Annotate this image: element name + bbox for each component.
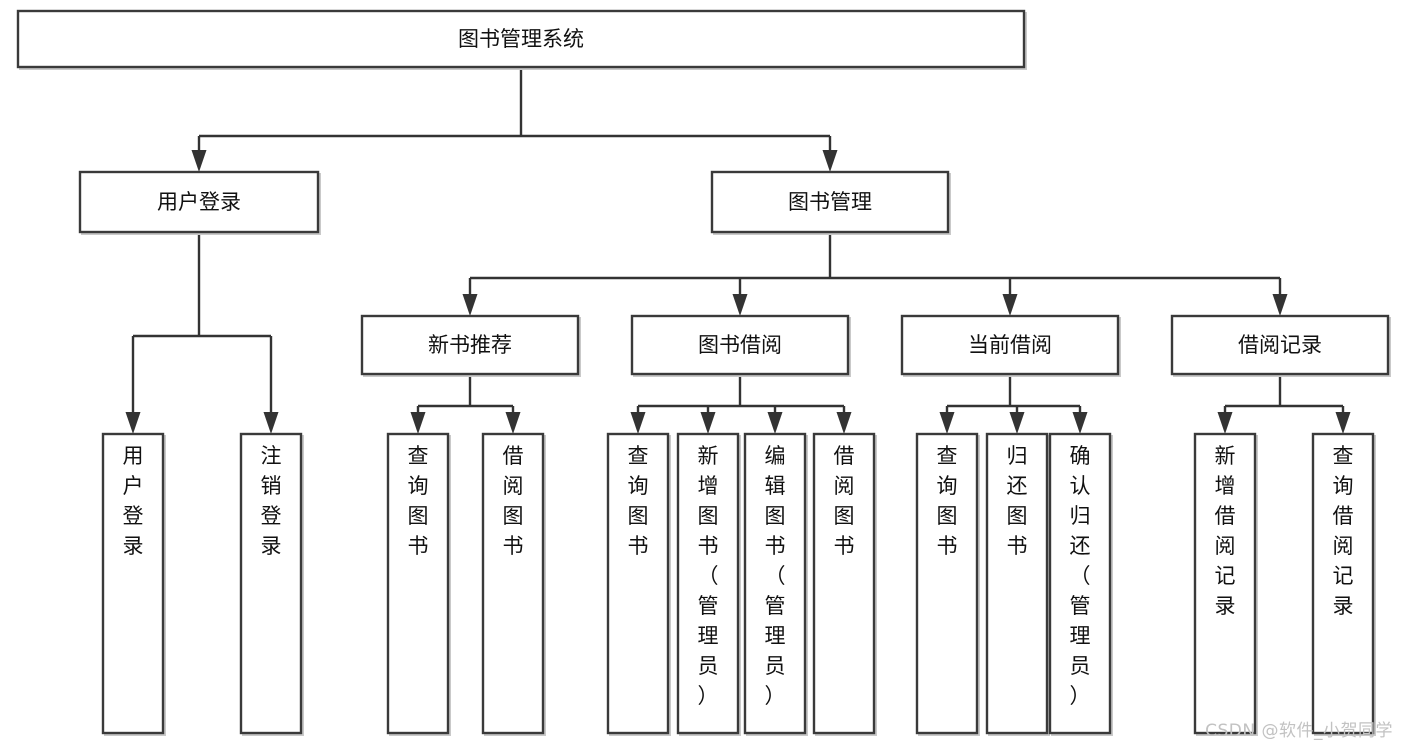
node-rect[interactable] <box>1170 314 1390 376</box>
arrow-head-icon <box>700 412 716 434</box>
node-label: 图书借阅 <box>698 333 782 357</box>
arrow-head-icon <box>1072 412 1088 434</box>
node-leaf-query-book-cur[interactable]: 查询图书 <box>915 432 980 736</box>
node-rect[interactable] <box>900 314 1120 376</box>
node-label: 新增借阅记录 <box>1215 444 1236 618</box>
node-label: 借阅记录 <box>1238 333 1322 357</box>
node-label: 查询图书 <box>408 444 429 558</box>
node-label: 借阅图书 <box>834 444 855 558</box>
node-rect[interactable] <box>16 9 1026 69</box>
arrow-head-icon <box>1009 412 1025 434</box>
node-rect[interactable] <box>1311 432 1375 735</box>
node-rect[interactable] <box>676 432 740 735</box>
watermark-label: CSDN @软件_小贺同学 <box>1205 721 1393 741</box>
node-leaf-query-record[interactable]: 查询借阅记录 <box>1311 432 1376 736</box>
node-label: 图书管理 <box>788 190 872 214</box>
node-user-login[interactable]: 用户登录 <box>78 170 321 235</box>
node-borrow-records[interactable]: 借阅记录 <box>1170 314 1391 377</box>
arrow-head-icon <box>191 150 207 172</box>
node-rect[interactable] <box>386 432 450 735</box>
node-rect[interactable] <box>101 432 165 735</box>
arrow-head-icon <box>410 412 426 434</box>
node-rect[interactable] <box>239 432 303 735</box>
node-new-book-recommend[interactable]: 新书推荐 <box>360 314 581 377</box>
node-label: 查询图书 <box>628 444 649 558</box>
node-rect[interactable] <box>710 170 950 234</box>
node-leaf-confirm-return[interactable]: 确认归还（管理员） <box>1048 432 1113 736</box>
arrow-head-icon <box>125 412 141 434</box>
node-rect[interactable] <box>915 432 979 735</box>
arrow-head-icon <box>939 412 955 434</box>
node-label: 新书推荐 <box>428 333 512 357</box>
node-rect[interactable] <box>985 432 1049 735</box>
node-leaf-edit-book[interactable]: 编辑图书（管理员） <box>743 432 808 736</box>
arrow-head-icon <box>822 150 838 172</box>
arrow-head-icon <box>767 412 783 434</box>
arrow-head-icon <box>1002 294 1018 316</box>
connector-layer <box>125 67 1351 434</box>
node-rect[interactable] <box>481 432 545 735</box>
node-rect[interactable] <box>1048 432 1112 735</box>
node-rect[interactable] <box>812 432 876 735</box>
node-leaf-query-book[interactable]: 查询图书 <box>606 432 671 736</box>
node-label: 查询借阅记录 <box>1333 444 1354 618</box>
node-label: 借阅图书 <box>503 444 524 558</box>
arrow-head-icon <box>732 294 748 316</box>
node-leaf-logout-login[interactable]: 注销登录 <box>239 432 304 736</box>
node-leaf-borrow-book-rec[interactable]: 借阅图书 <box>481 432 546 736</box>
node-current-borrow[interactable]: 当前借阅 <box>900 314 1121 377</box>
node-label: 查询图书 <box>937 444 958 558</box>
node-label: 当前借阅 <box>968 333 1052 357</box>
arrow-head-icon <box>263 412 279 434</box>
node-leaf-add-record[interactable]: 新增借阅记录 <box>1193 432 1258 736</box>
arrow-head-icon <box>462 294 478 316</box>
node-rect[interactable] <box>743 432 807 735</box>
node-rect[interactable] <box>78 170 320 234</box>
node-leaf-add-book[interactable]: 新增图书（管理员） <box>676 432 741 736</box>
node-leaf-borrow-book[interactable]: 借阅图书 <box>812 432 877 736</box>
node-label: 图书管理系统 <box>458 27 584 51</box>
node-label: 归还图书 <box>1007 444 1028 558</box>
arrow-head-icon <box>1272 294 1288 316</box>
arrow-head-icon <box>1335 412 1351 434</box>
node-rect[interactable] <box>606 432 670 735</box>
arrow-head-icon <box>836 412 852 434</box>
node-root[interactable]: 图书管理系统 <box>16 9 1027 70</box>
node-label: 编辑图书（管理员） <box>765 444 786 708</box>
node-label: 新增图书（管理员） <box>698 444 719 708</box>
node-rect[interactable] <box>360 314 580 376</box>
node-leaf-return-book[interactable]: 归还图书 <box>985 432 1050 736</box>
arrow-head-icon <box>505 412 521 434</box>
node-leaf-user-login[interactable]: 用户登录 <box>101 432 166 736</box>
node-label: 注销登录 <box>261 444 282 558</box>
arrow-head-icon <box>1217 412 1233 434</box>
arrow-head-icon <box>630 412 646 434</box>
node-book-management[interactable]: 图书管理 <box>710 170 951 235</box>
node-label: 用户登录 <box>123 444 144 558</box>
node-rect[interactable] <box>1193 432 1257 735</box>
node-book-borrow[interactable]: 图书借阅 <box>630 314 851 377</box>
node-label: 用户登录 <box>157 190 241 214</box>
node-rect[interactable] <box>630 314 850 376</box>
node-leaf-query-book-rec[interactable]: 查询图书 <box>386 432 451 736</box>
node-label: 确认归还（管理员） <box>1070 444 1091 708</box>
node-layer: 图书管理系统用户登录图书管理新书推荐图书借阅当前借阅借阅记录用户登录注销登录查询… <box>16 9 1391 736</box>
